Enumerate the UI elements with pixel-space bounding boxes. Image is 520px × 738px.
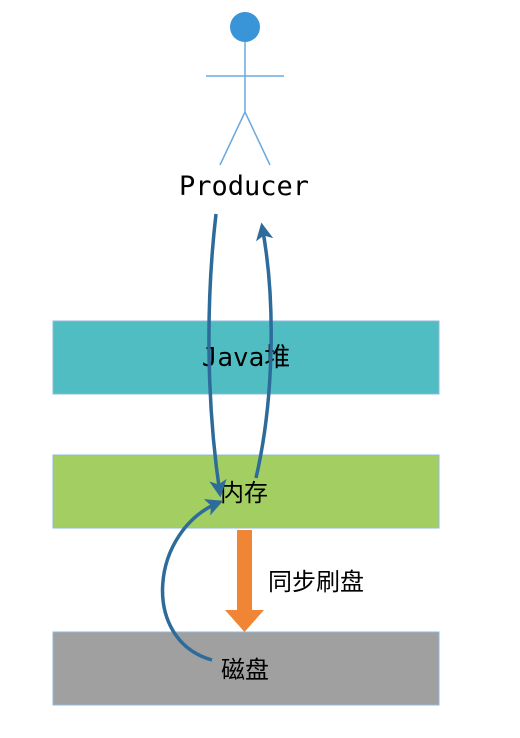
memory-box xyxy=(52,454,440,529)
read-arrow xyxy=(254,222,274,479)
java-heap-label: Java堆 xyxy=(202,343,291,373)
actor-left-leg xyxy=(219,111,246,166)
flush-arrow-shaft xyxy=(237,530,252,612)
sync-flush-label: 同步刷盘 xyxy=(268,568,364,596)
producer-label: Producer xyxy=(179,171,309,202)
memory-label: 内存 xyxy=(220,479,268,507)
disk-label: 磁盘 xyxy=(221,656,269,684)
actor-head xyxy=(230,12,260,42)
actor-right-leg xyxy=(244,111,271,166)
sync-flush-arrow xyxy=(225,530,264,632)
flush-arrow-head xyxy=(225,610,264,632)
load-arrow xyxy=(160,499,224,662)
producer-actor xyxy=(206,12,284,166)
write-arrow xyxy=(207,213,227,498)
java-heap-box xyxy=(52,320,440,395)
disk-box xyxy=(52,631,440,706)
